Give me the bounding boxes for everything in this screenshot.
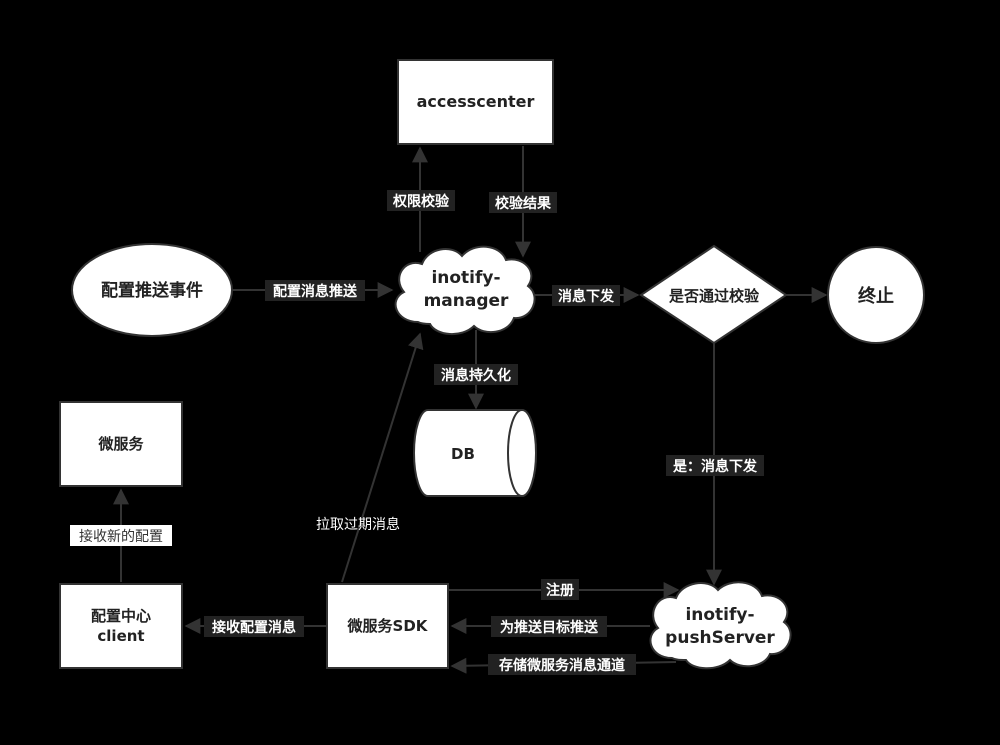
label-push-to-target: 为推送目标推送 — [491, 616, 607, 637]
inotify-manager-node: inotify- manager — [394, 245, 536, 335]
inotify-manager-label-line1: inotify- — [431, 268, 500, 288]
inotify-manager-label-line2: manager — [424, 291, 509, 311]
label-pull-expired: 拉取过期消息 — [316, 516, 400, 533]
microservice-sdk-label: 微服务SDK — [347, 617, 429, 635]
terminate-label: 终止 — [858, 285, 894, 307]
label-register: 注册 — [541, 579, 579, 600]
msg-dispatch-text: 消息下发 — [558, 288, 615, 305]
receive-config-msg-text: 接收配置消息 — [212, 619, 296, 636]
validate-label: 是否通过校验 — [668, 287, 760, 305]
label-receive-config-msg: 接收配置消息 — [204, 616, 304, 637]
receive-new-config-text: 接收新的配置 — [79, 528, 163, 545]
db-node: DB — [413, 409, 537, 497]
register-text: 注册 — [546, 582, 574, 599]
yes-dispatch-text: 是：消息下发 — [673, 458, 758, 475]
label-msg-persist: 消息持久化 — [434, 364, 518, 385]
label-permission-check: 权限校验 — [387, 190, 455, 211]
accesscenter-label: accesscenter — [417, 92, 535, 111]
pull-expired-text: 拉取过期消息 — [316, 516, 400, 533]
label-config-msg-push: 配置消息推送 — [265, 280, 365, 301]
inotify-pushserver-label-line2: pushServer — [665, 628, 775, 648]
db-label: DB — [451, 445, 475, 463]
msg-persist-text: 消息持久化 — [441, 367, 511, 384]
store-channel-text: 存储微服务消息通道 — [499, 657, 625, 674]
terminate-node: 终止 — [827, 246, 925, 344]
microservice-sdk-node: 微服务SDK — [326, 583, 449, 669]
config-msg-push-text: 配置消息推送 — [273, 283, 358, 300]
config-event-label: 配置推送事件 — [101, 280, 203, 301]
validate-node: 是否通过校验 — [639, 244, 788, 345]
config-event-node: 配置推送事件 — [71, 243, 233, 337]
config-client-label-line2: client — [97, 627, 144, 645]
edge-sdk-to-manager — [341, 332, 424, 583]
config-client-node: 配置中心 client — [59, 583, 183, 669]
microservice-label: 微服务 — [97, 435, 144, 453]
edge-labels: 权限校验 校验结果 配置消息推送 消息下发 消息持久化 是：消息下发 拉取过期消… — [70, 190, 764, 675]
microservice-node: 微服务 — [59, 401, 183, 487]
label-check-result: 校验结果 — [489, 192, 557, 213]
inotify-pushserver-label-line1: inotify- — [685, 605, 754, 625]
label-msg-dispatch: 消息下发 — [552, 285, 620, 306]
inotify-pushserver-node: inotify- pushServer — [649, 581, 792, 670]
label-store-channel: 存储微服务消息通道 — [488, 654, 636, 675]
config-client-label-line1: 配置中心 — [91, 607, 151, 625]
push-to-target-text: 为推送目标推送 — [500, 619, 599, 636]
check-result-text: 校验结果 — [495, 195, 552, 212]
label-receive-new-config: 接收新的配置 — [70, 525, 172, 546]
accesscenter-node: accesscenter — [397, 59, 554, 145]
label-yes-dispatch: 是：消息下发 — [666, 455, 764, 476]
permission-check-text: 权限校验 — [392, 193, 450, 210]
